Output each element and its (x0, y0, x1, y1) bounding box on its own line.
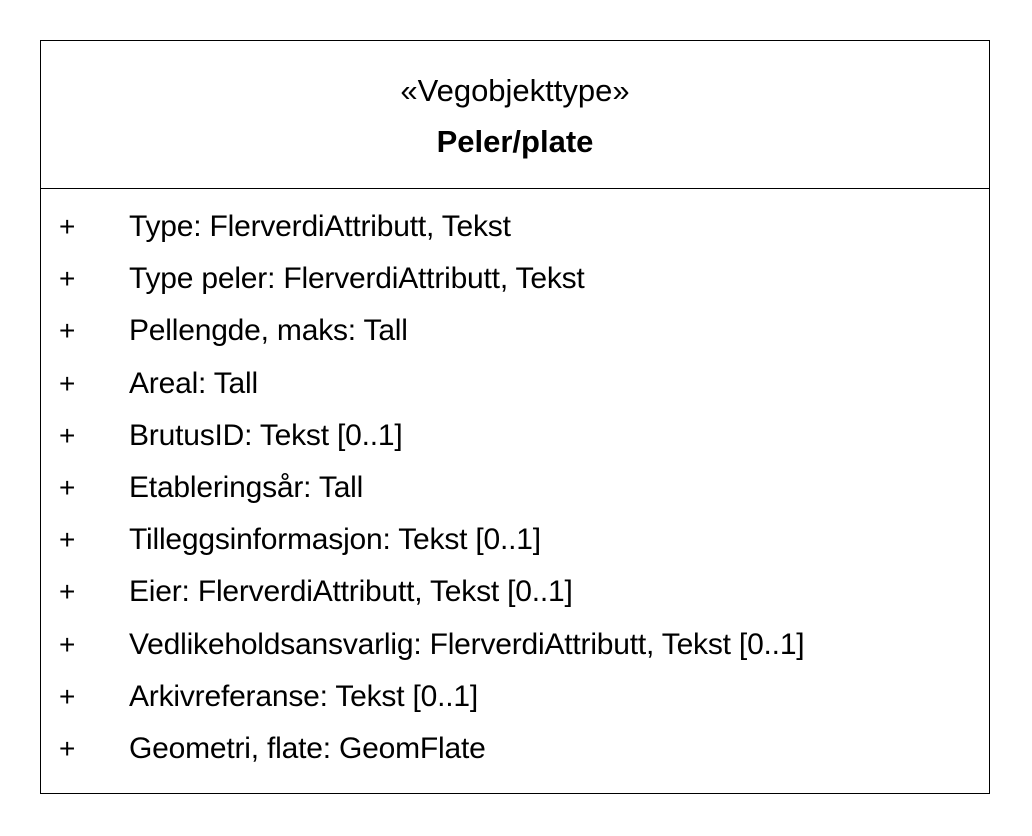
attribute-visibility: + (59, 419, 76, 451)
attribute-row: + Pellengde, maks: Tall (41, 311, 989, 363)
attribute-visibility: + (59, 367, 76, 399)
attribute-visibility: + (59, 471, 76, 503)
attribute-visibility: + (59, 576, 76, 608)
attribute-row: + Arkivreferanse: Tekst [0..1] (41, 677, 989, 729)
attribute-row: + BrutusID: Tekst [0..1] (41, 416, 989, 468)
attribute-text: Type peler: FlerverdiAttributt, Tekst (129, 262, 585, 296)
attribute-row: + Areal: Tall (41, 364, 989, 416)
attribute-text: Pellengde, maks: Tall (129, 314, 408, 348)
attribute-visibility: + (59, 315, 76, 347)
attribute-row: + Etableringsår: Tall (41, 468, 989, 520)
attribute-text: BrutusID: Tekst [0..1] (129, 418, 403, 452)
attribute-visibility: + (59, 524, 76, 556)
attribute-row: + Type: FlerverdiAttributt, Tekst (41, 207, 989, 259)
class-name: Peler/plate (436, 124, 594, 159)
attribute-visibility: + (59, 680, 76, 712)
uml-class-box: «Vegobjekttype» Peler/plate + Type: Fler… (40, 40, 990, 794)
attribute-visibility: + (59, 628, 76, 660)
attribute-text: Eier: FlerverdiAttributt, Tekst [0..1] (129, 575, 573, 609)
attribute-text: Type: FlerverdiAttributt, Tekst (129, 210, 511, 243)
class-header: «Vegobjekttype» Peler/plate (41, 41, 989, 189)
attribute-text: Arkivreferanse: Tekst [0..1] (129, 679, 478, 713)
class-stereotype: «Vegobjekttype» (400, 73, 630, 108)
attribute-visibility: + (59, 732, 76, 764)
attribute-visibility: + (59, 263, 76, 295)
attribute-text: Etableringsår: Tall (129, 470, 364, 504)
attribute-text: Vedlikeholdsansvarlig: FlerverdiAttribut… (129, 627, 805, 661)
attribute-text: Areal: Tall (129, 366, 258, 400)
attribute-list: + Type: FlerverdiAttributt, Tekst + Type… (41, 207, 989, 781)
attribute-visibility: + (59, 211, 76, 242)
attribute-row: + Vedlikeholdsansvarlig: FlerverdiAttrib… (41, 625, 989, 677)
attribute-row: + Eier: FlerverdiAttributt, Tekst [0..1] (41, 572, 989, 624)
attribute-text: Geometri, flate: GeomFlate (129, 731, 486, 765)
attribute-row: + Geometri, flate: GeomFlate (41, 729, 989, 781)
attribute-text: Tilleggsinformasjon: Tekst [0..1] (129, 523, 541, 557)
attribute-row: + Type peler: FlerverdiAttributt, Tekst (41, 259, 989, 311)
attribute-row: + Tilleggsinformasjon: Tekst [0..1] (41, 520, 989, 572)
